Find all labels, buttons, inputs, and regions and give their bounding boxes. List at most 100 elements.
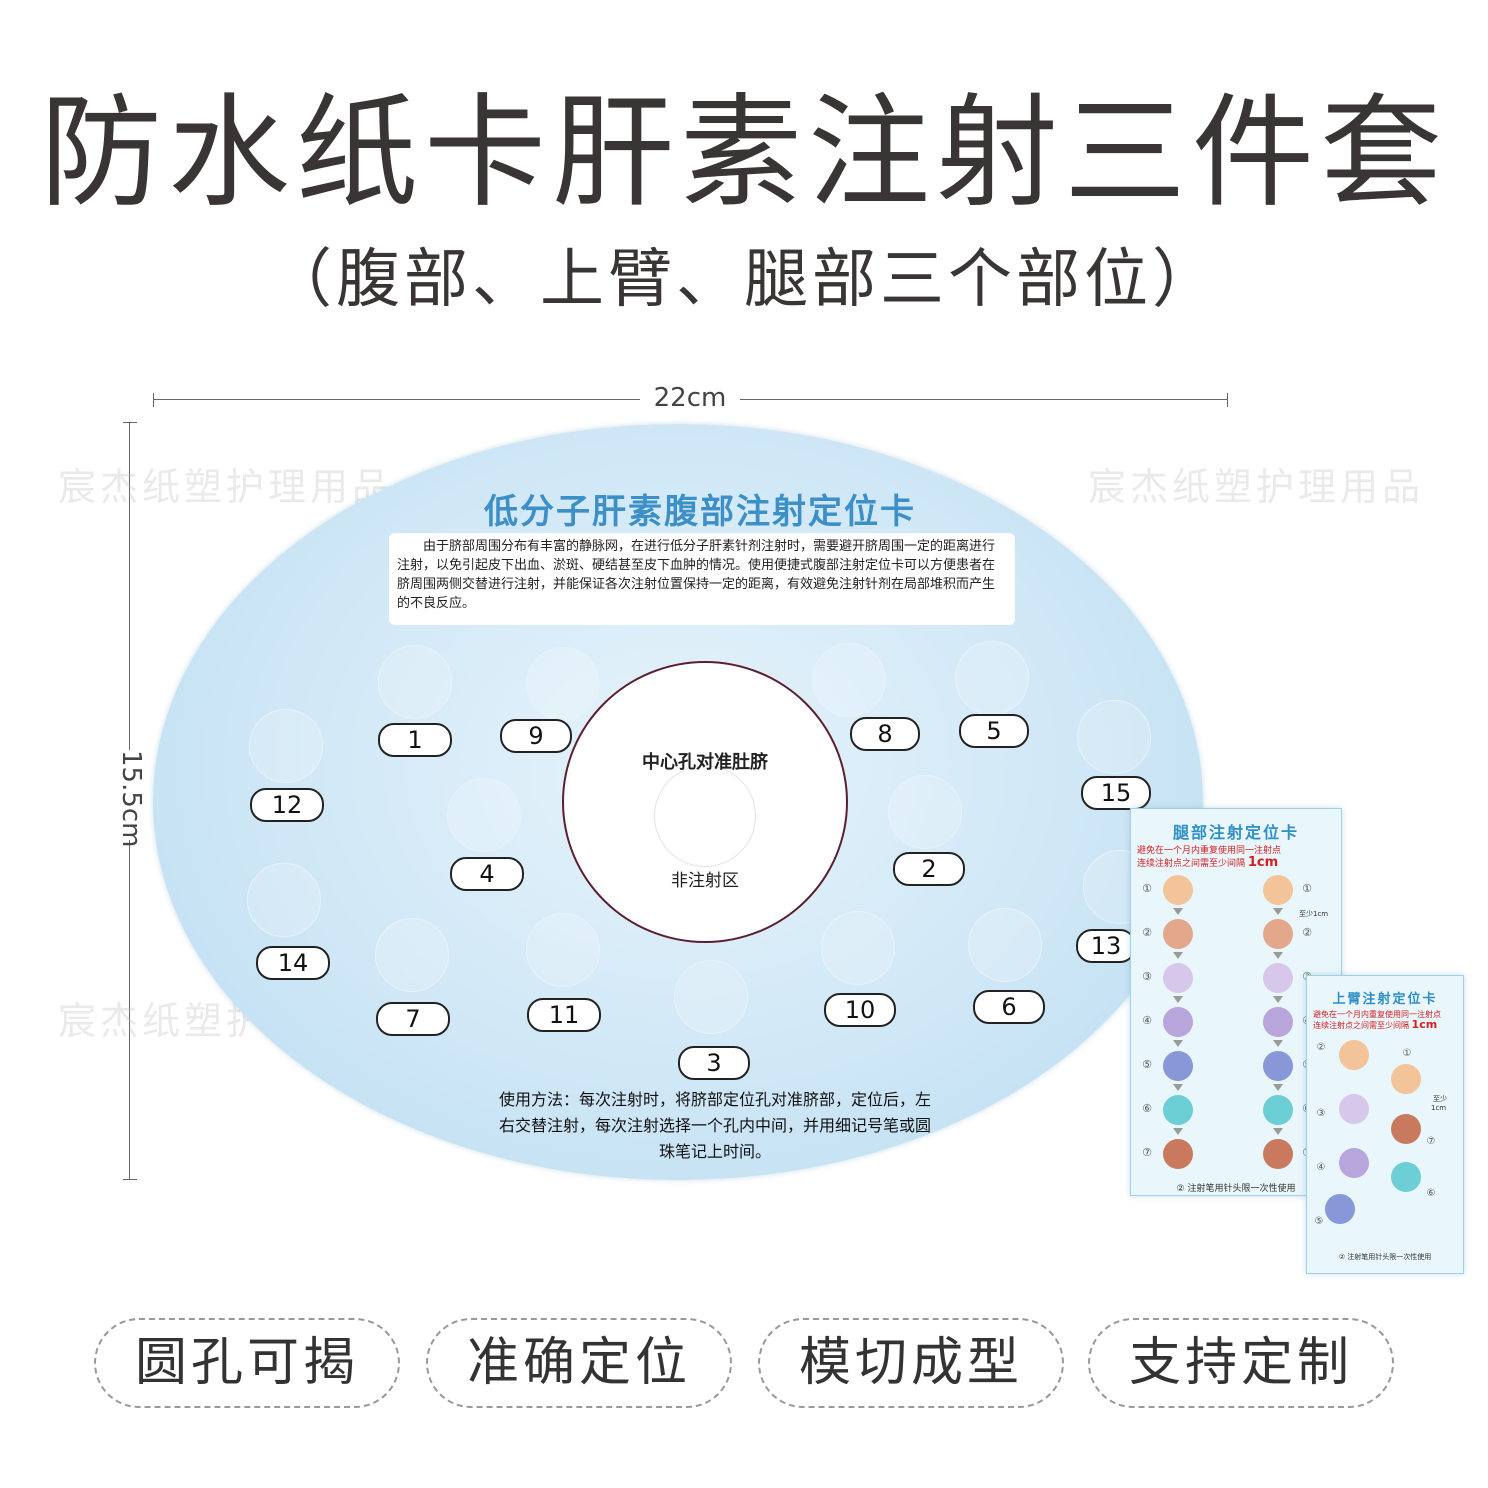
leg-gap-label: 至少1cm bbox=[1299, 910, 1329, 918]
injection-dot bbox=[1325, 1194, 1355, 1224]
dot-number: ⑤ bbox=[1314, 1216, 1324, 1227]
injection-dot bbox=[1263, 1007, 1293, 1037]
dot-number: ① bbox=[1142, 882, 1152, 895]
injection-dot bbox=[1263, 1095, 1293, 1125]
injection-hole[interactable] bbox=[447, 778, 521, 852]
arm-note-unit: 1cm bbox=[1411, 1018, 1438, 1031]
leg-card-note: 避免在一个月内重复使用同一注射点 连续注射点之间需至少间隔 1cm bbox=[1137, 845, 1335, 870]
injection-hole[interactable] bbox=[812, 643, 886, 717]
injection-dot bbox=[1339, 1094, 1369, 1124]
leg-card-footer: ② 注射笔用针头限一次性使用 bbox=[1176, 1184, 1296, 1194]
site-label: 10 bbox=[824, 993, 896, 1027]
navel-hole[interactable] bbox=[654, 765, 756, 867]
injection-hole[interactable] bbox=[955, 641, 1029, 715]
dot-number: ① bbox=[1302, 882, 1312, 895]
site-label: 3 bbox=[678, 1046, 750, 1080]
arm-card-footer: ② 注射笔用针头限一次性使用 bbox=[1338, 1253, 1432, 1261]
injection-hole[interactable] bbox=[888, 775, 962, 849]
site-label: 2 bbox=[893, 852, 965, 886]
dot-number: ② bbox=[1316, 1042, 1326, 1053]
injection-dot bbox=[1339, 1040, 1369, 1070]
dot-number: ② bbox=[1142, 926, 1152, 939]
injection-dot bbox=[1339, 1148, 1369, 1178]
non-injection-zone-label: 非注射区 bbox=[671, 871, 739, 891]
arrow-down-icon bbox=[1173, 908, 1183, 915]
injection-dot bbox=[1163, 1051, 1193, 1081]
arm-gap-label: 至少 bbox=[1433, 1095, 1447, 1103]
injection-dot bbox=[1263, 1139, 1293, 1169]
dot-number: ⑤ bbox=[1142, 1058, 1152, 1071]
dot-number: ④ bbox=[1316, 1162, 1326, 1173]
arrow-down-icon bbox=[1273, 1128, 1283, 1135]
arrow-down-icon bbox=[1173, 1084, 1183, 1091]
arrow-down-icon bbox=[1173, 1128, 1183, 1135]
injection-hole[interactable] bbox=[674, 960, 748, 1034]
injection-dot bbox=[1163, 919, 1193, 949]
injection-dot bbox=[1391, 1162, 1421, 1192]
injection-hole[interactable] bbox=[968, 908, 1042, 982]
injection-dot bbox=[1263, 1051, 1293, 1081]
injection-dot bbox=[1263, 875, 1293, 905]
injection-dot bbox=[1163, 1139, 1193, 1169]
page-subtitle: （腹部、上臂、腿部三个部位） bbox=[268, 243, 1220, 317]
leg-note-line1: 避免在一个月内重复使用同一注射点 bbox=[1137, 846, 1282, 856]
feature-badge: 准确定位 bbox=[426, 1318, 732, 1408]
site-label: 4 bbox=[450, 857, 524, 891]
site-label: 1 bbox=[378, 723, 452, 757]
feature-badge: 支持定制 bbox=[1088, 1318, 1394, 1408]
injection-dot bbox=[1163, 875, 1193, 905]
injection-dot bbox=[1163, 1007, 1193, 1037]
arrow-down-icon bbox=[1173, 1040, 1183, 1047]
watermark: 宸杰纸塑护理用品 bbox=[58, 465, 395, 509]
injection-dot bbox=[1391, 1064, 1421, 1094]
site-label: 9 bbox=[500, 719, 572, 753]
dot-number: ⑥ bbox=[1142, 1102, 1152, 1115]
watermark: 宸杰纸塑护理用品 bbox=[1088, 465, 1425, 509]
injection-hole[interactable] bbox=[821, 911, 895, 985]
injection-hole[interactable] bbox=[249, 709, 323, 783]
injection-dot bbox=[1263, 919, 1293, 949]
site-label: 13 bbox=[1076, 929, 1136, 963]
feature-badge: 圆孔可揭 bbox=[94, 1318, 400, 1408]
width-label: 22cm bbox=[640, 383, 740, 413]
dot-number: ③ bbox=[1316, 1108, 1326, 1119]
injection-dot bbox=[1163, 963, 1193, 993]
site-label: 8 bbox=[850, 717, 920, 751]
site-label: 7 bbox=[376, 1002, 450, 1036]
arrow-down-icon bbox=[1173, 952, 1183, 959]
dot-number: ② bbox=[1302, 926, 1312, 939]
arrow-down-icon bbox=[1273, 996, 1283, 1003]
injection-dot bbox=[1263, 963, 1293, 993]
injection-dot bbox=[1391, 1114, 1421, 1144]
injection-hole[interactable] bbox=[375, 918, 449, 992]
navel-label: 中心孔对准肚脐 bbox=[642, 752, 768, 773]
feature-badge: 模切成型 bbox=[758, 1318, 1064, 1408]
height-label: 15.5cm bbox=[116, 750, 146, 848]
site-label: 14 bbox=[256, 946, 330, 980]
dot-number: ① bbox=[1402, 1048, 1412, 1059]
leg-note-line2: 连续注射点之间需至少间隔 bbox=[1137, 859, 1246, 869]
site-label: 12 bbox=[250, 788, 324, 822]
arm-gap-label: 1cm bbox=[1431, 1104, 1447, 1112]
injection-hole[interactable] bbox=[378, 645, 452, 719]
injection-dot bbox=[1163, 1095, 1193, 1125]
leg-card-title: 腿部注射定位卡 bbox=[1172, 823, 1299, 842]
abdomen-card-title: 低分子肝素腹部注射定位卡 bbox=[484, 492, 916, 532]
dot-number: ⑦ bbox=[1142, 1146, 1152, 1159]
usage-instructions: 使用方法：每次注射时，将脐部定位孔对准脐部，定位后，左右交替注射，每次注射选择一… bbox=[498, 1090, 931, 1161]
injection-hole[interactable] bbox=[1077, 700, 1151, 774]
page-title: 防水纸卡肝素注射三件套 bbox=[40, 82, 1448, 224]
abdomen-card-description: 由于脐部周围分布有丰富的静脉网，在进行低分子肝素针剂注射时，需要避开脐周围一定的… bbox=[389, 533, 1015, 625]
dot-number: ⑥ bbox=[1426, 1188, 1436, 1199]
site-label: 15 bbox=[1081, 776, 1151, 810]
arrow-down-icon bbox=[1273, 1040, 1283, 1047]
leg-note-unit: 1cm bbox=[1247, 855, 1279, 870]
dot-number: ⑦ bbox=[1426, 1136, 1436, 1147]
site-label: 11 bbox=[527, 998, 601, 1032]
site-label: 5 bbox=[959, 714, 1029, 748]
arrow-down-icon bbox=[1273, 1084, 1283, 1091]
arrow-down-icon bbox=[1273, 952, 1283, 959]
injection-hole[interactable] bbox=[526, 647, 600, 721]
injection-hole[interactable] bbox=[526, 913, 600, 987]
injection-hole[interactable] bbox=[247, 863, 321, 937]
